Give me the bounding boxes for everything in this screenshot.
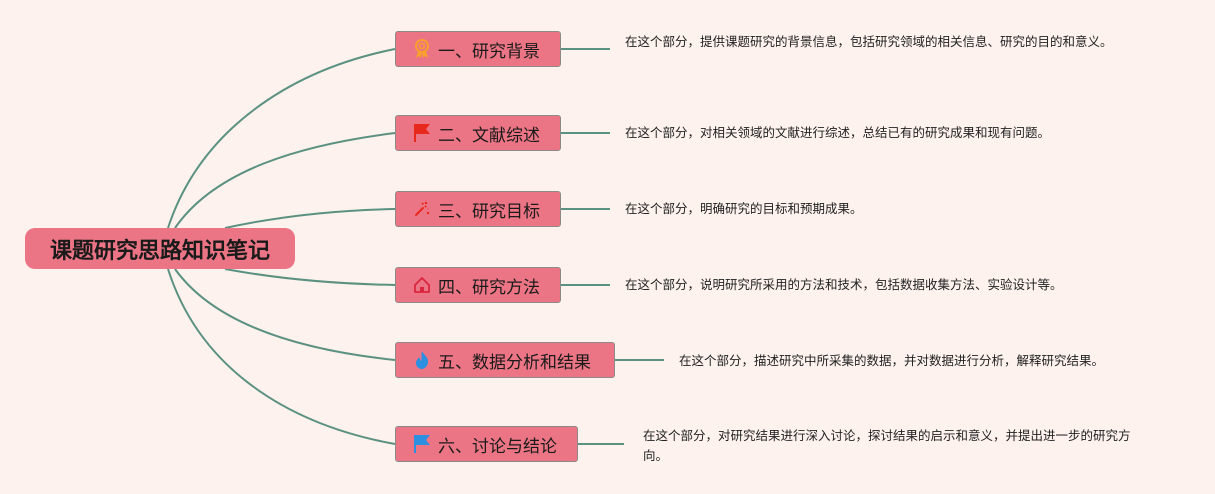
- branch-description-5: 在这个部分，描述研究中所采集的数据，并对数据进行分析，解释研究结果。: [679, 353, 1105, 368]
- branch-topic-discussion-conclusion[interactable]: 六、讨论与结论: [395, 426, 578, 462]
- root-topic-title: 课题研究思路知识笔记: [49, 238, 270, 264]
- branch-label: 六、讨论与结论: [438, 436, 557, 457]
- branch-description-1: 在这个部分，提供课题研究的背景信息，包括研究领域的相关信息、研究的目的和意义。: [625, 34, 1113, 49]
- link-root-branch-4: [224, 268, 396, 286]
- branch-label: 一、研究背景: [438, 41, 540, 62]
- branch-topic-research-goals[interactable]: 三、研究目标: [395, 191, 561, 227]
- branch-label: 三、研究目标: [438, 201, 540, 222]
- branch-description-3: 在这个部分，明确研究的目标和预期成果。: [625, 201, 863, 216]
- red-flag-icon: [412, 123, 432, 143]
- link-root-branch-3: [224, 208, 396, 229]
- branch-description-6: 在这个部分，对研究结果进行深入讨论，探讨结果的启示和意义，并提出进一步的研究方向…: [643, 428, 1131, 463]
- branch-label: 五、数据分析和结果: [438, 352, 591, 373]
- flame-icon: [412, 350, 432, 370]
- award-icon: [412, 39, 432, 59]
- home-icon: [412, 275, 432, 295]
- link-root-branch-5: [174, 268, 396, 361]
- branch-label: 四、研究方法: [438, 277, 540, 298]
- link-root-branch-1: [167, 48, 396, 229]
- branch-topic-research-methods[interactable]: 四、研究方法: [395, 267, 561, 303]
- link-root-branch-2: [174, 132, 396, 229]
- branch-label: 二、文献综述: [438, 125, 540, 146]
- branch-topic-research-background[interactable]: 一、研究背景: [395, 31, 561, 67]
- link-root-branch-6: [167, 268, 396, 445]
- magic-wand-icon: [412, 199, 432, 219]
- branch-topic-literature-review[interactable]: 二、文献综述: [395, 115, 561, 151]
- branch-topic-data-analysis[interactable]: 五、数据分析和结果: [395, 342, 615, 378]
- root-topic[interactable]: 课题研究思路知识笔记: [25, 228, 295, 269]
- branch-description-4: 在这个部分，说明研究所采用的方法和技术，包括数据收集方法、实验设计等。: [625, 277, 1063, 292]
- branch-description-2: 在这个部分，对相关领域的文献进行综述，总结已有的研究成果和现有问题。: [625, 125, 1051, 140]
- blue-flag-icon: [412, 434, 432, 454]
